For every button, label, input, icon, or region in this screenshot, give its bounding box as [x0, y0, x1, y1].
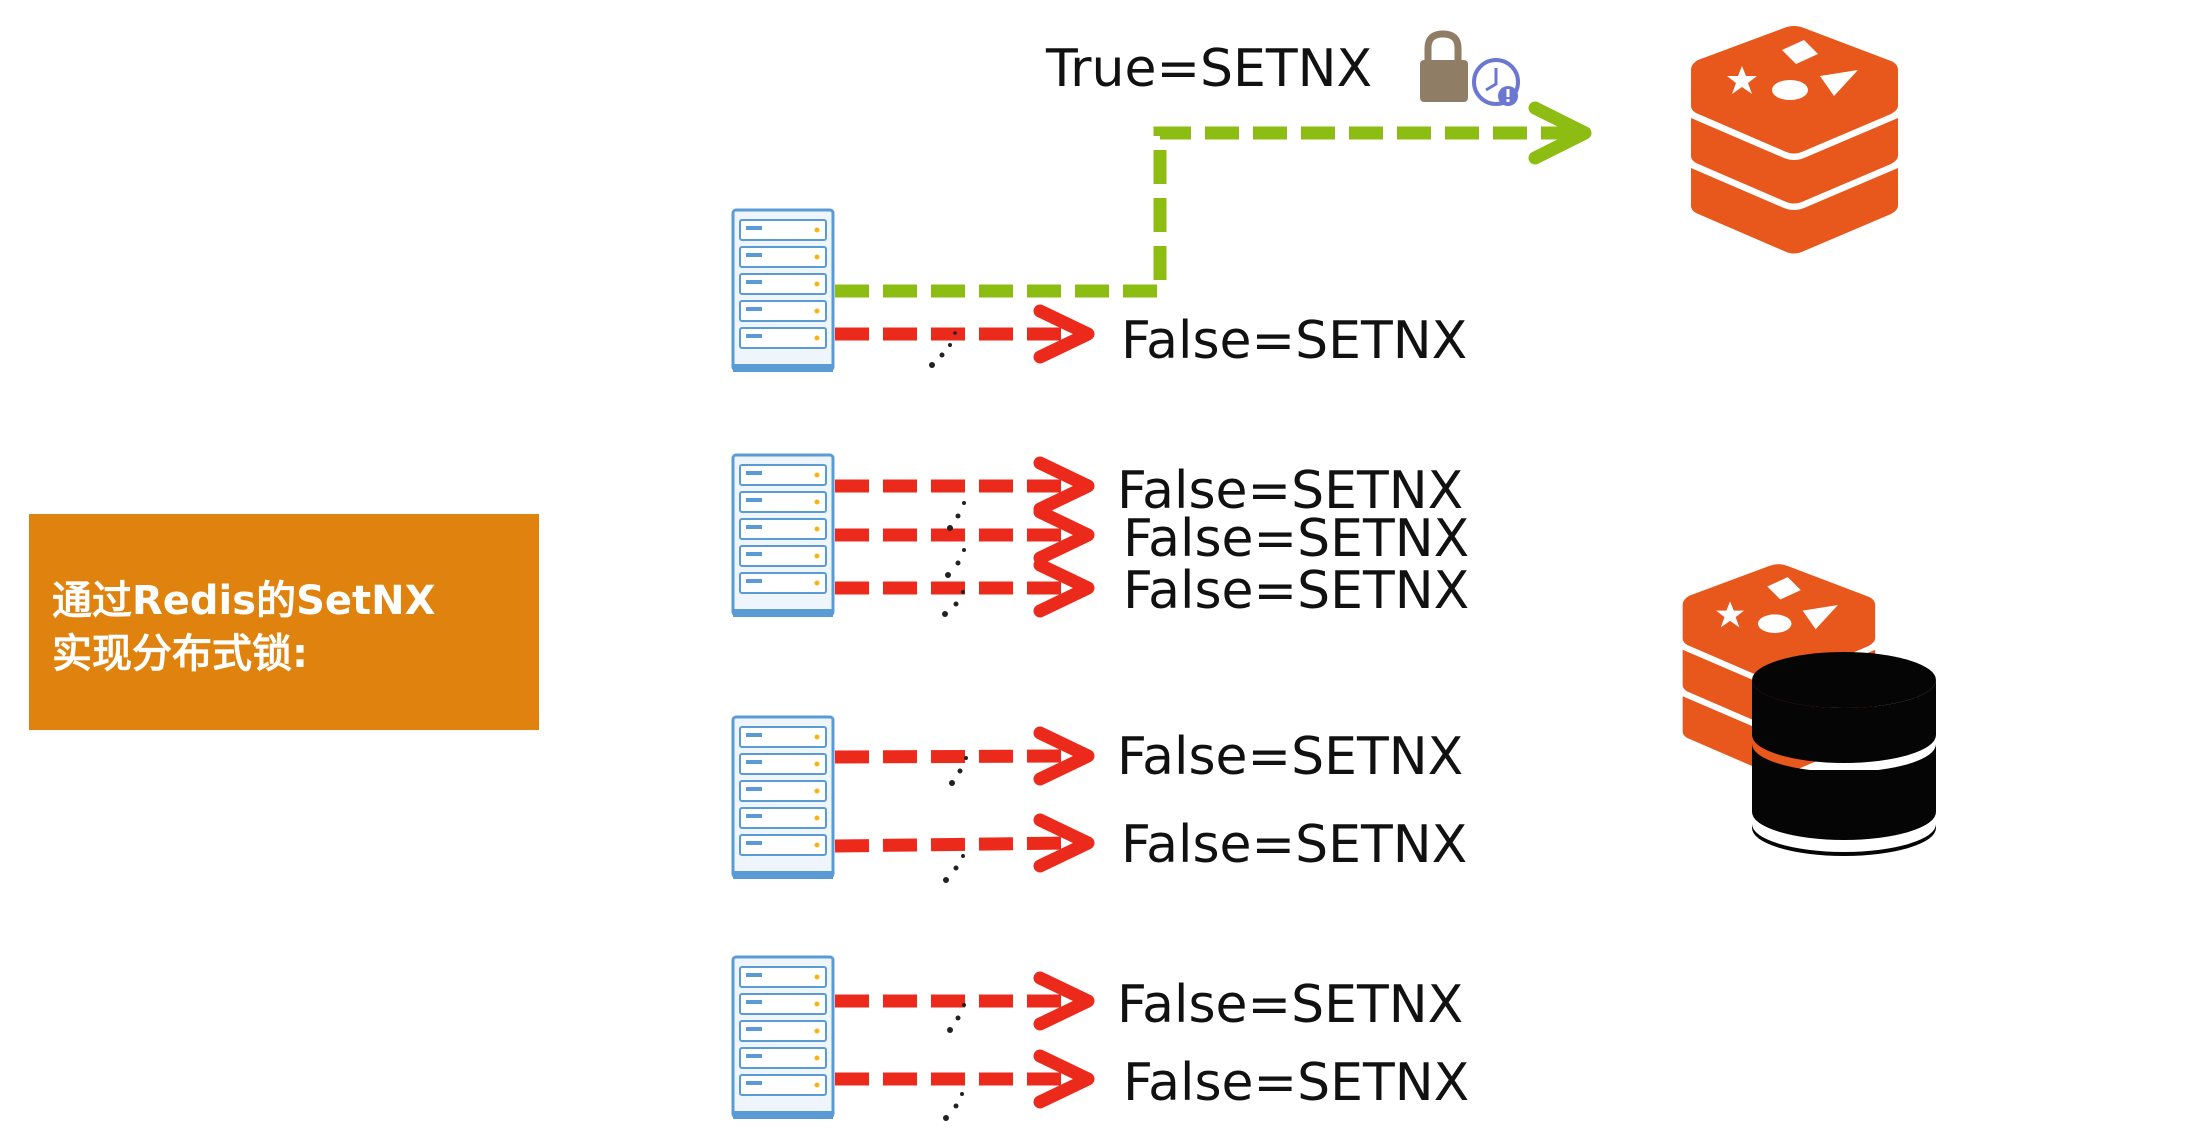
success-arrow	[835, 101, 1592, 298]
fail-label: False=SETNX	[1117, 727, 1463, 787]
server-icon-group-3	[731, 715, 835, 881]
fail-label: False=SETNX	[1121, 311, 1467, 371]
fail-arrow	[834, 726, 1095, 786]
fail-arrow	[835, 558, 1095, 618]
fail-label: False=SETNX	[1117, 461, 1463, 521]
fail-arrow	[834, 813, 1095, 873]
fail-label: False=SETNX	[1123, 1053, 1469, 1113]
title-box: 通过Redis的SetNX 实现分布式锁:	[29, 514, 539, 730]
server-icon-group-4	[731, 955, 835, 1121]
redis-logo-icon	[1691, 26, 1898, 254]
server-icon-group-1	[731, 208, 835, 374]
success-label: True=SETNX	[1045, 39, 1372, 99]
server-rack-icon	[731, 208, 835, 374]
server-rack-icon	[731, 715, 835, 881]
fail-arrow	[835, 1049, 1095, 1109]
lock-with-clock-icon	[1420, 30, 1520, 106]
server-icon-group-2	[731, 453, 835, 619]
fail-arrows	[834, 304, 1095, 1109]
server-rack-icon	[731, 955, 835, 1121]
fail-label: False=SETNX	[1117, 975, 1463, 1035]
fail-arrow	[835, 971, 1095, 1031]
fail-arrow	[835, 456, 1095, 516]
redis-database-icon	[1682, 564, 1936, 856]
database-icon	[1752, 652, 1936, 856]
fail-arrow	[835, 505, 1095, 565]
fail-label: False=SETNX	[1123, 509, 1469, 569]
fail-arrow	[835, 304, 1095, 364]
title-line-1: 通过Redis的SetNX	[52, 578, 436, 624]
dotted-marks	[929, 331, 968, 1121]
fail-label: False=SETNX	[1121, 815, 1467, 875]
title-line-2: 实现分布式锁:	[52, 631, 308, 677]
labels: True=SETNX False=SETNX False=SETNX False…	[1045, 39, 1469, 1113]
server-rack-icon	[731, 453, 835, 619]
fail-label: False=SETNX	[1123, 561, 1469, 621]
